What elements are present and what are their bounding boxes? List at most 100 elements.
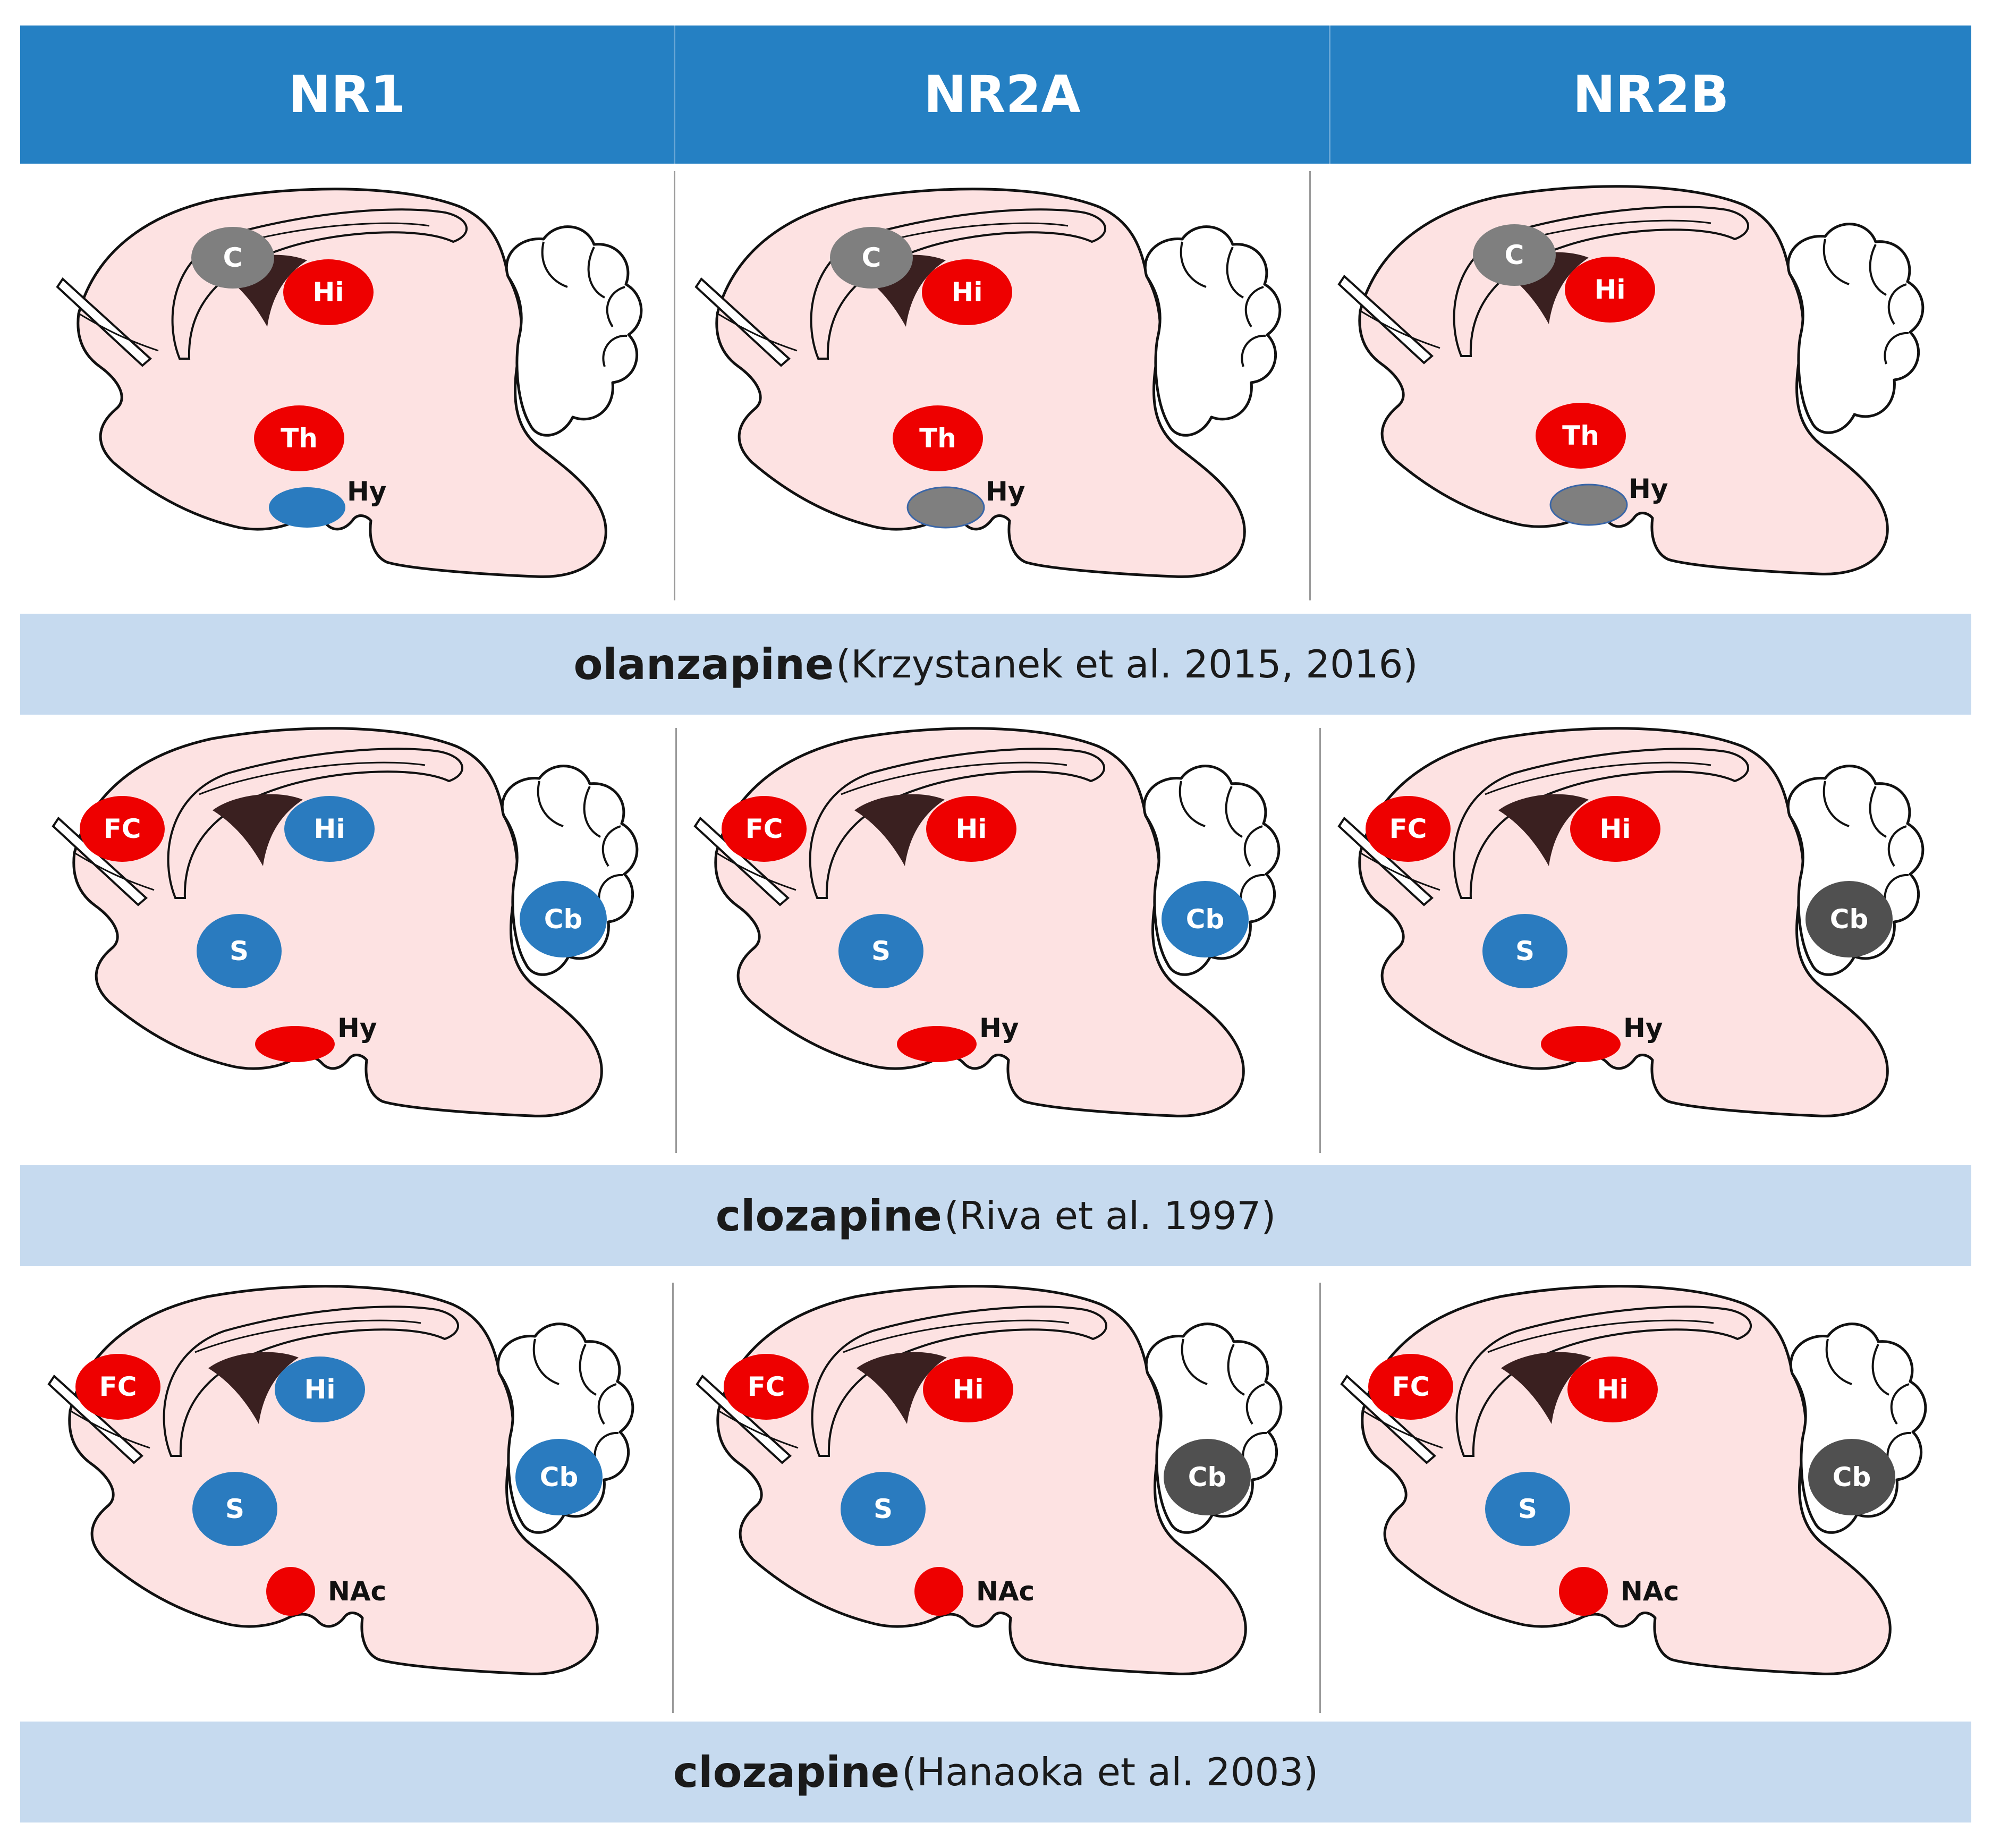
column-divider <box>674 171 675 600</box>
olfactory-boundary <box>74 852 155 891</box>
cerebellar-folia <box>1181 1338 1267 1464</box>
region-s-label: S <box>1515 936 1535 967</box>
region-hi-label: Hi <box>314 813 345 844</box>
lateral-ventricle <box>857 1352 947 1424</box>
lateral-ventricle <box>1498 794 1589 866</box>
region-cb-marker <box>515 1439 603 1515</box>
region-cb-marker <box>1805 881 1893 957</box>
region-cb-label: Cb <box>1186 904 1225 935</box>
column-header-nr2b: NR2B <box>1572 65 1730 124</box>
region-hy-marker <box>255 1026 335 1062</box>
region-hi-marker <box>922 259 1012 325</box>
region-s-label: S <box>1518 1494 1537 1524</box>
region-hi-label: Hi <box>952 277 983 308</box>
region-s-marker <box>841 1472 926 1546</box>
region-hi-label: Hi <box>1597 1374 1629 1405</box>
region-hy-marker <box>1541 1026 1621 1062</box>
region-nac-label: NAc <box>328 1576 386 1607</box>
reference: (Krzystanek et al. 2015, 2016) <box>836 642 1418 686</box>
lateral-ventricle <box>208 1352 299 1424</box>
corpus-callosum-line <box>841 761 1067 795</box>
olfactory-boundary <box>1362 1410 1443 1449</box>
column-divider <box>672 1283 674 1713</box>
region-cb-marker <box>1162 881 1249 957</box>
region-fc-label: FC <box>99 1371 137 1402</box>
region-s-marker <box>1482 914 1567 988</box>
region-hi-marker <box>1565 257 1655 323</box>
brain-outline <box>77 188 607 578</box>
region-c-marker <box>191 227 274 289</box>
column-divider <box>1319 728 1321 1153</box>
region-c-label: C <box>223 242 243 273</box>
corpus-callosum-line <box>199 761 426 795</box>
region-cb-label: Cb <box>540 1462 579 1493</box>
olfactory-tract <box>1340 1374 1437 1464</box>
column-header-bar: NR1 NR2A NR2B <box>20 26 1971 164</box>
olfactory-tract <box>52 816 148 906</box>
region-c-label: C <box>862 242 881 273</box>
brain-outline <box>68 1285 599 1675</box>
row-caption-clozapine-riva: clozapine (Riva et al. 1997) <box>20 1165 1971 1266</box>
region-s-label: S <box>874 1494 893 1524</box>
cerebellum-outline <box>1786 223 1925 434</box>
row-caption-clozapine-hanaoka: clozapine (Hanaoka et al. 2003) <box>20 1722 1971 1822</box>
drug-name: clozapine <box>715 1191 942 1241</box>
corpus-callosum-line <box>843 1319 1070 1353</box>
region-th-marker <box>1536 403 1626 469</box>
cerebellar-folia <box>1179 781 1265 906</box>
cerebellar-folia <box>1823 239 1909 364</box>
olfactory-boundary <box>716 852 796 891</box>
olfactory-boundary <box>78 312 159 352</box>
region-cb-label: Cb <box>1188 1462 1227 1493</box>
region-hi-label: Hi <box>953 1374 984 1405</box>
header-divider <box>1329 26 1330 164</box>
olfactory-boundary <box>1360 852 1440 891</box>
region-fc-marker <box>724 1354 809 1420</box>
olfactory-tract <box>1337 816 1434 906</box>
region-hy-label: Hy <box>1629 473 1668 504</box>
region-hi-label: Hi <box>313 277 344 308</box>
brain-outline <box>716 1285 1247 1675</box>
region-hi-marker <box>1570 796 1660 862</box>
cerebellar-folia <box>541 241 628 367</box>
region-hi-label: Hi <box>304 1374 336 1405</box>
corpus-callosum-line <box>194 1319 421 1353</box>
region-hi-marker <box>923 1357 1013 1422</box>
region-hy-label: Hy <box>979 1013 1019 1044</box>
region-th-marker <box>893 405 983 471</box>
olfactory-tract <box>696 1374 792 1464</box>
brain-outline <box>714 727 1245 1117</box>
region-fc-label: FC <box>104 813 141 844</box>
column-divider <box>675 728 677 1153</box>
region-hy-marker <box>897 1026 977 1062</box>
region-nac-marker <box>266 1567 315 1616</box>
region-th-label: Th <box>919 423 956 454</box>
olfactory-tract <box>694 277 791 367</box>
region-th-marker <box>254 405 344 471</box>
olfactory-boundary <box>70 1410 150 1449</box>
brain-outline <box>1361 1285 1892 1675</box>
region-nac-label: NAc <box>1621 1576 1679 1607</box>
region-th-label: Th <box>1562 420 1599 451</box>
reference: (Riva et al. 1997) <box>944 1193 1276 1238</box>
region-fc-label: FC <box>1392 1371 1430 1402</box>
column-header-nr2a: NR2A <box>923 65 1081 124</box>
region-hy-marker <box>269 487 345 528</box>
region-cb-marker <box>520 881 607 957</box>
region-hi-label: Hi <box>1595 274 1626 305</box>
region-nac-marker <box>1559 1567 1608 1616</box>
region-cb-marker <box>1164 1439 1251 1515</box>
olfactory-tract <box>693 816 790 906</box>
brain-outline <box>72 727 603 1117</box>
cerebellar-folia <box>532 1338 619 1464</box>
row-caption-olanzapine: olanzapine (Krzystanek et al. 2015, 2016… <box>20 614 1971 715</box>
region-hy-label: Hy <box>986 476 1025 507</box>
lateral-ventricle <box>1501 1352 1591 1424</box>
brain-outline <box>715 188 1246 578</box>
column-header-nr1: NR1 <box>288 65 406 124</box>
